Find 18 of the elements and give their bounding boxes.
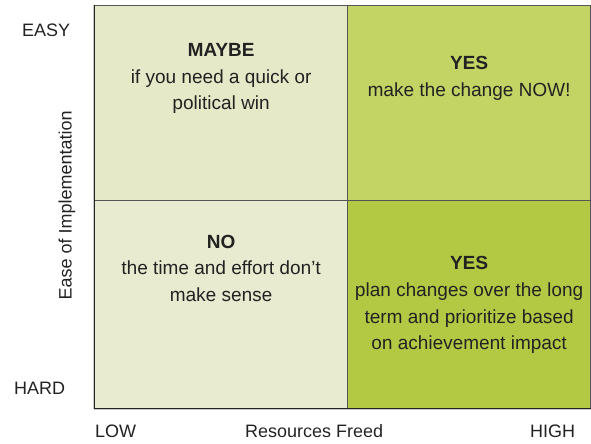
quadrant-text: the time and effort don’t make sense	[120, 257, 322, 308]
axis-end-label: EASY	[22, 20, 70, 41]
quadrant-heading: YES	[450, 52, 488, 76]
quadrant-heading: MAYBE	[188, 39, 254, 64]
axis-title: Resources Freed	[245, 421, 384, 442]
quadrant-text: plan changes over the long term and prioritize based on achievement impact	[354, 278, 584, 356]
axis-end-label: HIGH	[530, 421, 575, 442]
axis-end-label: HARD	[14, 378, 66, 399]
quadrant-text: make the change NOW!	[368, 79, 570, 103]
quadrant-box	[348, 200, 591, 408]
quadrant-box	[95, 200, 348, 408]
quadrant-box	[348, 5, 591, 200]
axis-end-label: LOW	[95, 421, 136, 442]
quadrant-box	[95, 5, 348, 200]
quadrant-heading: YES	[450, 252, 488, 276]
quadrant-text: if you need a quick or political win	[130, 66, 312, 116]
axis-title: Ease of Implementation	[56, 110, 76, 300]
quadrant-heading: NO	[206, 230, 236, 255]
